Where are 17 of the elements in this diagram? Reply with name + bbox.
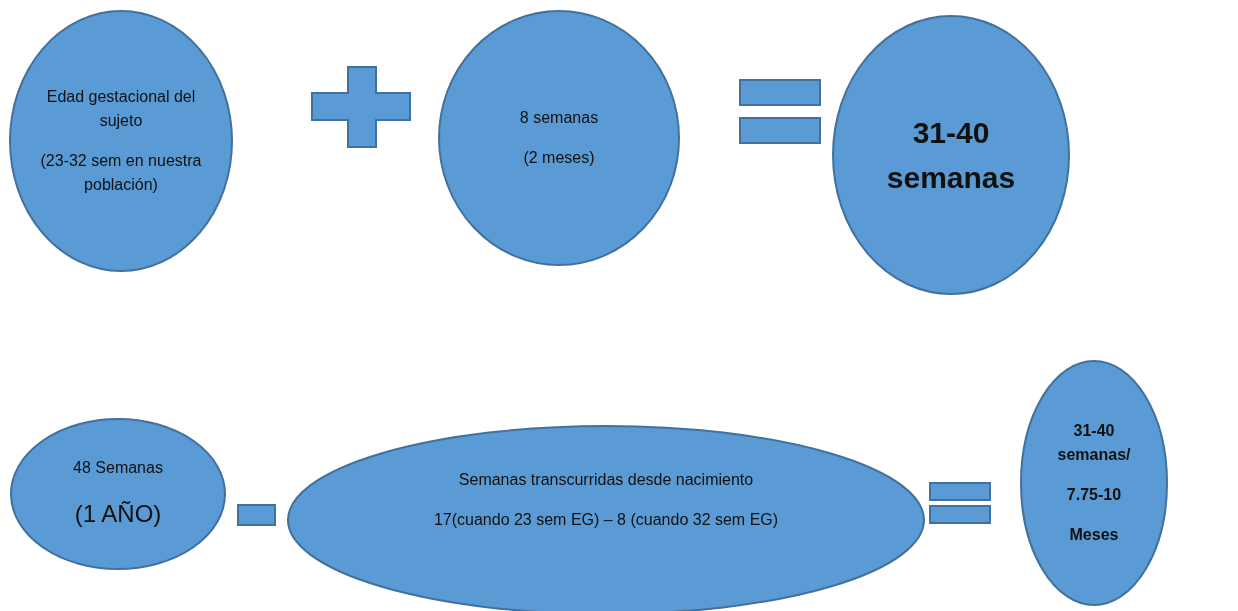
- node-text: 48 Semanas: [73, 458, 163, 478]
- node-text: Meses: [1069, 525, 1119, 545]
- node-text: Edad gestacional del sujeto: [45, 87, 197, 131]
- ellipse-node: [438, 10, 680, 266]
- ellipse-node: [10, 418, 226, 570]
- node-text: (23-32 sem en nuestra población): [39, 151, 203, 195]
- ellipse-node: [1020, 360, 1168, 606]
- node-text: 7.75-10: [1066, 485, 1122, 505]
- node-text: 31-40 semanas/: [1056, 421, 1132, 465]
- node-text: 31-40 semanas: [885, 115, 1017, 196]
- node-text: (2 meses): [523, 148, 595, 168]
- node-text: 8 semanas: [519, 108, 599, 128]
- ellipse-node: [832, 15, 1070, 295]
- ellipse-node: [9, 10, 233, 272]
- node-text: 17(cuando 23 sem EG) – 8 (cuando 32 sem EG): [433, 510, 779, 530]
- node-text: Semanas transcurridas desde nacimiento: [458, 470, 754, 490]
- node-text: (1 AÑO): [74, 499, 162, 529]
